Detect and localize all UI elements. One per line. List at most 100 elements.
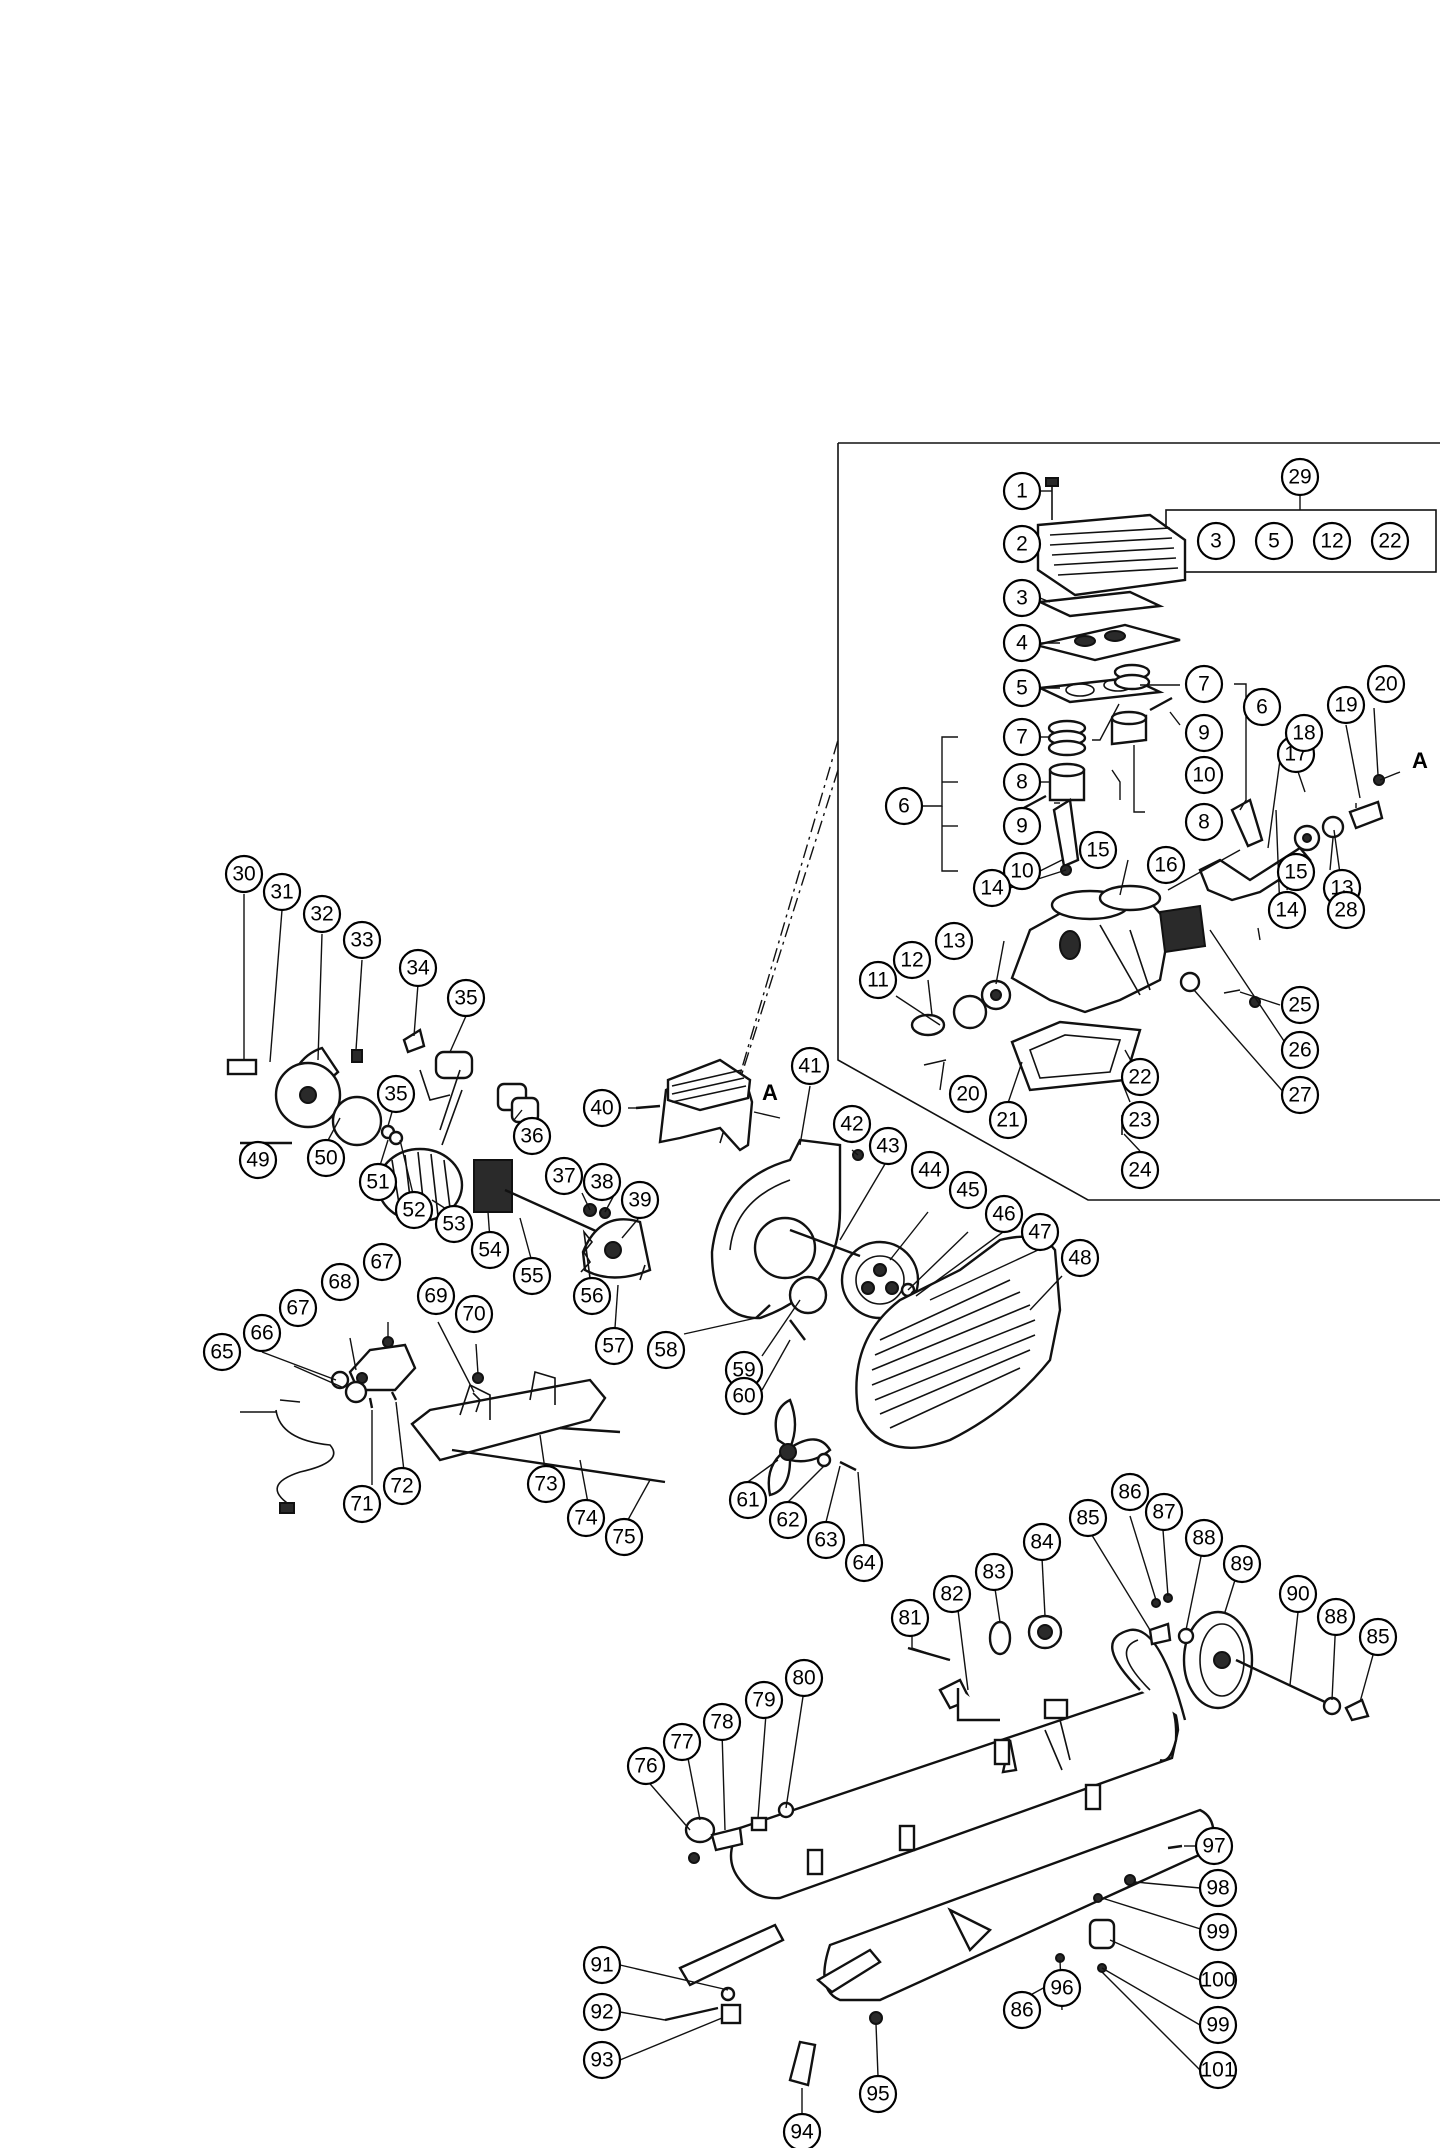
callout-81: 81 — [890, 1598, 930, 1638]
svg-text:30: 30 — [232, 863, 255, 886]
svg-text:57: 57 — [602, 1335, 625, 1358]
callout-38: 38 — [582, 1162, 622, 1202]
svg-text:6: 6 — [1256, 696, 1268, 719]
svg-text:81: 81 — [898, 1607, 921, 1630]
callout-31: 31 — [262, 872, 302, 912]
svg-text:52: 52 — [402, 1199, 425, 1222]
svg-text:38: 38 — [590, 1171, 613, 1194]
callout-72: 72 — [382, 1466, 422, 1506]
callout-48: 48 — [1060, 1238, 1100, 1278]
svg-text:58: 58 — [654, 1339, 677, 1362]
callout-6-left: 6 — [884, 786, 924, 826]
svg-text:37: 37 — [552, 1165, 575, 1188]
svg-text:59: 59 — [732, 1359, 755, 1382]
svg-text:A: A — [762, 1080, 778, 1105]
callout-76: 76 — [626, 1746, 666, 1786]
svg-text:10: 10 — [1192, 764, 1215, 787]
svg-text:24: 24 — [1128, 1159, 1152, 1182]
kit-item-3: 3 — [1196, 521, 1236, 561]
callout-58: 58 — [646, 1330, 686, 1370]
callout-7-right: 7 — [1184, 664, 1224, 704]
svg-text:98: 98 — [1206, 1877, 1229, 1900]
callout-28: 28 — [1326, 890, 1366, 930]
svg-text:15: 15 — [1284, 861, 1307, 884]
svg-text:100: 100 — [1200, 1969, 1235, 1992]
svg-text:94: 94 — [790, 2121, 814, 2144]
callout-69: 69 — [416, 1276, 456, 1316]
callout-51: 51 — [358, 1162, 398, 1202]
callout-89: 89 — [1222, 1544, 1262, 1584]
svg-text:32: 32 — [310, 903, 333, 926]
callout-10-right: 10 — [1184, 755, 1224, 795]
callout-22: 22 — [1120, 1057, 1160, 1097]
callout-47: 47 — [1020, 1212, 1060, 1252]
svg-text:43: 43 — [876, 1135, 899, 1158]
svg-text:66: 66 — [250, 1322, 273, 1345]
callout-78: 78 — [702, 1702, 742, 1742]
callout-95: 95 — [858, 2074, 898, 2114]
callout-83: 83 — [974, 1552, 1014, 1592]
svg-text:89: 89 — [1230, 1553, 1253, 1576]
svg-text:97: 97 — [1202, 1835, 1225, 1858]
svg-text:1: 1 — [1016, 480, 1028, 503]
callout-70: 70 — [454, 1294, 494, 1334]
callout-41: 41 — [790, 1046, 830, 1086]
callout-86-bottom: 86 — [1002, 1990, 1042, 2030]
svg-text:33: 33 — [350, 929, 373, 952]
svg-text:8: 8 — [1198, 811, 1210, 834]
callout-86-top: 86 — [1110, 1472, 1150, 1512]
callout-59: 59 — [724, 1350, 764, 1390]
callout-101: 101 — [1198, 2050, 1238, 2090]
svg-text:67: 67 — [286, 1297, 309, 1320]
svg-text:55: 55 — [520, 1265, 543, 1288]
callout-88-right: 88 — [1316, 1597, 1356, 1637]
callout-43: 43 — [868, 1126, 908, 1166]
callout-19: 19 — [1326, 685, 1366, 725]
base-plate-assembly — [275, 1336, 666, 1514]
svg-text:9: 9 — [1198, 722, 1210, 745]
callout-53: 53 — [434, 1204, 474, 1244]
pump-head-parts: A — [910, 477, 1428, 1135]
svg-text:35: 35 — [454, 987, 477, 1010]
callout-12: 12 — [892, 940, 932, 980]
svg-text:99: 99 — [1206, 2014, 1229, 2037]
svg-text:51: 51 — [366, 1171, 389, 1194]
tank-assembly — [664, 1593, 1370, 2087]
callout-65: 65 — [202, 1332, 242, 1372]
callout-37: 37 — [544, 1156, 584, 1196]
callout-13-left: 13 — [934, 921, 974, 961]
svg-text:53: 53 — [442, 1213, 465, 1236]
callout-56: 56 — [572, 1276, 612, 1316]
callout-18: 18 — [1284, 713, 1324, 753]
svg-text:93: 93 — [590, 2049, 613, 2072]
svg-text:7: 7 — [1016, 726, 1028, 749]
callout-90: 90 — [1278, 1574, 1318, 1614]
svg-text:68: 68 — [328, 1271, 351, 1294]
kit-item-5: 5 — [1254, 521, 1294, 561]
drive-cover-assembly — [710, 1138, 1062, 1497]
svg-text:65: 65 — [210, 1341, 233, 1364]
callout-9-right: 9 — [1184, 713, 1224, 753]
svg-text:87: 87 — [1152, 1501, 1175, 1524]
svg-text:11: 11 — [867, 969, 889, 992]
callout-33: 33 — [342, 920, 382, 960]
callout-85-left: 85 — [1068, 1498, 1108, 1538]
svg-text:40: 40 — [590, 1097, 613, 1120]
svg-text:4: 4 — [1016, 632, 1028, 655]
callout-45: 45 — [948, 1170, 988, 1210]
callout-99-bottom: 99 — [1198, 2005, 1238, 2045]
svg-text:88: 88 — [1192, 1527, 1215, 1550]
callout-7-left: 7 — [1002, 717, 1042, 757]
svg-text:77: 77 — [670, 1731, 693, 1754]
svg-text:99: 99 — [1206, 1921, 1229, 1944]
callout-88-left: 88 — [1184, 1518, 1224, 1558]
callout-16: 16 — [1146, 845, 1186, 885]
svg-text:50: 50 — [314, 1147, 337, 1170]
svg-text:86: 86 — [1010, 1999, 1033, 2022]
callout-68: 68 — [320, 1262, 360, 1302]
svg-text:49: 49 — [246, 1149, 269, 1172]
svg-text:63: 63 — [814, 1529, 837, 1552]
motor-assembly — [226, 1028, 652, 1281]
svg-text:47: 47 — [1028, 1221, 1051, 1244]
